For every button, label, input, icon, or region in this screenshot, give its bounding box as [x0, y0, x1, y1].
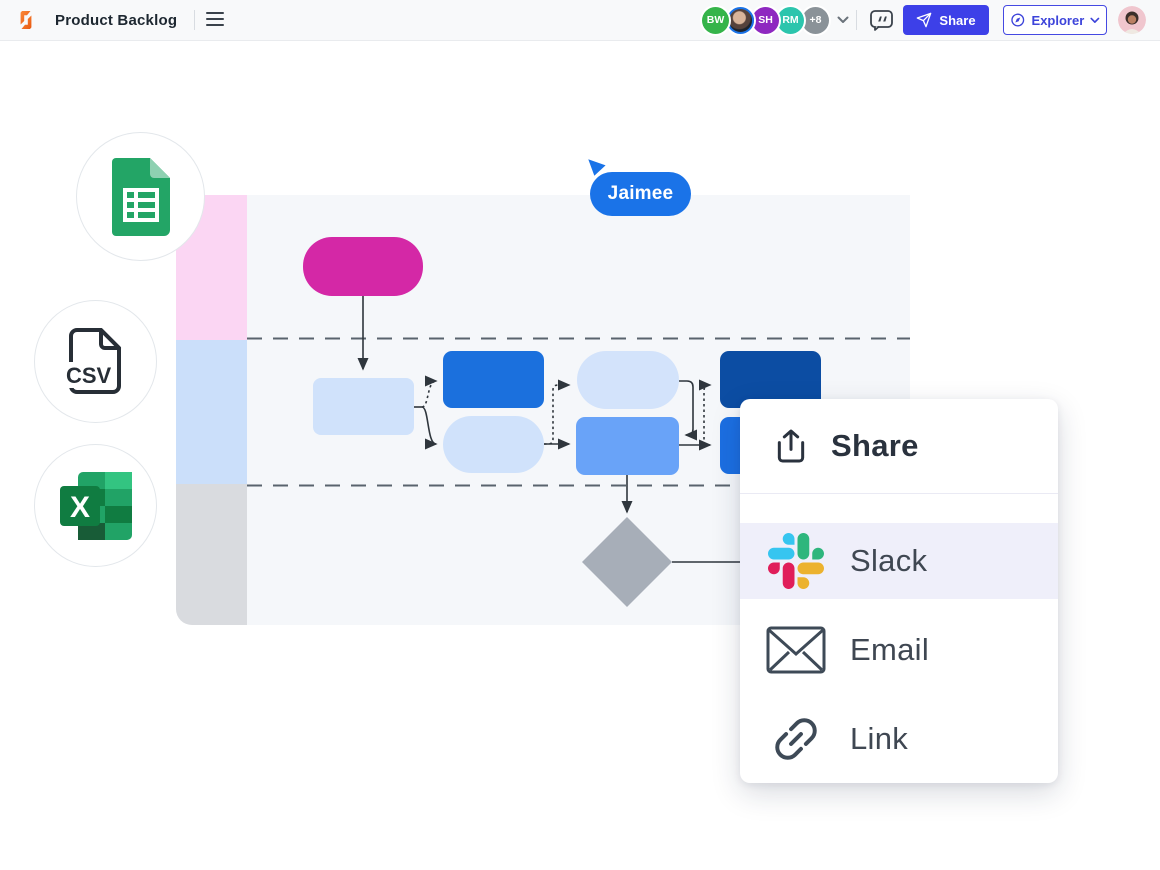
swimlane-3[interactable]	[176, 484, 247, 625]
avatar[interactable]: RM	[777, 6, 804, 34]
menu-item-email[interactable]: Email	[740, 611, 1058, 689]
explorer-button-label: Explorer	[1031, 12, 1085, 28]
topbar-divider	[856, 10, 857, 30]
compass-icon	[1011, 13, 1025, 27]
excel-badge: X	[34, 444, 157, 567]
send-icon	[917, 12, 932, 28]
connector-dotted[interactable]	[698, 379, 712, 445]
explorer-button[interactable]: Explorer	[1003, 5, 1107, 35]
chevron-down-icon	[1090, 17, 1100, 23]
chevron-down-icon[interactable]	[837, 16, 849, 24]
avatar[interactable]	[727, 6, 754, 34]
excel-icon: X	[59, 471, 132, 540]
connector[interactable]	[679, 380, 698, 441]
share-dropdown-menu: Share Slack	[740, 399, 1058, 783]
flowchart-shape-process-4[interactable]	[577, 351, 679, 409]
email-icon	[766, 626, 826, 674]
link-icon	[775, 718, 817, 760]
csv-file-icon: CSV	[64, 327, 121, 394]
menu-separator	[740, 493, 1058, 494]
google-sheets-icon	[111, 157, 170, 236]
swimlane-2[interactable]	[176, 340, 247, 484]
cursor-name-label: Jaimee	[590, 172, 691, 216]
flowchart-shape-process-2[interactable]	[443, 351, 544, 408]
csv-badge: CSV	[34, 300, 157, 423]
csv-label: CSV	[66, 363, 112, 388]
menu-item-label: Email	[850, 632, 930, 667]
menu-item-slack[interactable]: Slack	[740, 523, 1058, 599]
menu-item-label: Link	[850, 721, 909, 756]
collaborator-avatar-stack[interactable]: BW SH RM +8	[702, 6, 849, 34]
flowchart-shape-decision[interactable]	[582, 517, 672, 607]
share-export-icon	[777, 429, 805, 463]
avatar[interactable]: SH	[752, 6, 779, 34]
google-sheets-badge	[76, 132, 205, 261]
document-title: Product Backlog	[55, 11, 178, 29]
menu-item-link[interactable]: Link	[740, 700, 1058, 778]
slack-logo	[768, 533, 824, 589]
share-button-label: Share	[939, 12, 976, 28]
flowchart-shape-process-6[interactable]	[720, 351, 821, 408]
avatar[interactable]: BW	[702, 6, 729, 34]
menu-header-share[interactable]: Share	[740, 399, 1058, 493]
topbar-divider	[194, 10, 195, 30]
comments-icon[interactable]	[868, 7, 895, 33]
cursor-pointer-icon	[585, 156, 609, 179]
user-avatar[interactable]	[1118, 6, 1146, 34]
lucid-logo-icon[interactable]	[14, 8, 38, 32]
flowchart-shape-process-5[interactable]	[576, 417, 679, 475]
flowchart-shape-process-1[interactable]	[313, 378, 414, 435]
svg-text:X: X	[69, 491, 89, 524]
main-menu-icon[interactable]	[206, 12, 224, 28]
menu-header-label: Share	[831, 428, 919, 463]
connector[interactable]	[421, 406, 438, 450]
flowchart-shape-process-3[interactable]	[443, 416, 544, 473]
connector-dotted[interactable]	[421, 375, 438, 408]
connector-dotted[interactable]	[544, 379, 571, 445]
top-bar: Product Backlog BW SH RM +8	[0, 0, 1160, 41]
flowchart-shape-start[interactable]	[303, 237, 423, 296]
menu-item-label: Slack	[850, 543, 928, 578]
share-button[interactable]: Share	[903, 5, 989, 35]
flowchart-graphics	[247, 237, 910, 607]
avatar-overflow-count[interactable]: +8	[802, 6, 829, 34]
